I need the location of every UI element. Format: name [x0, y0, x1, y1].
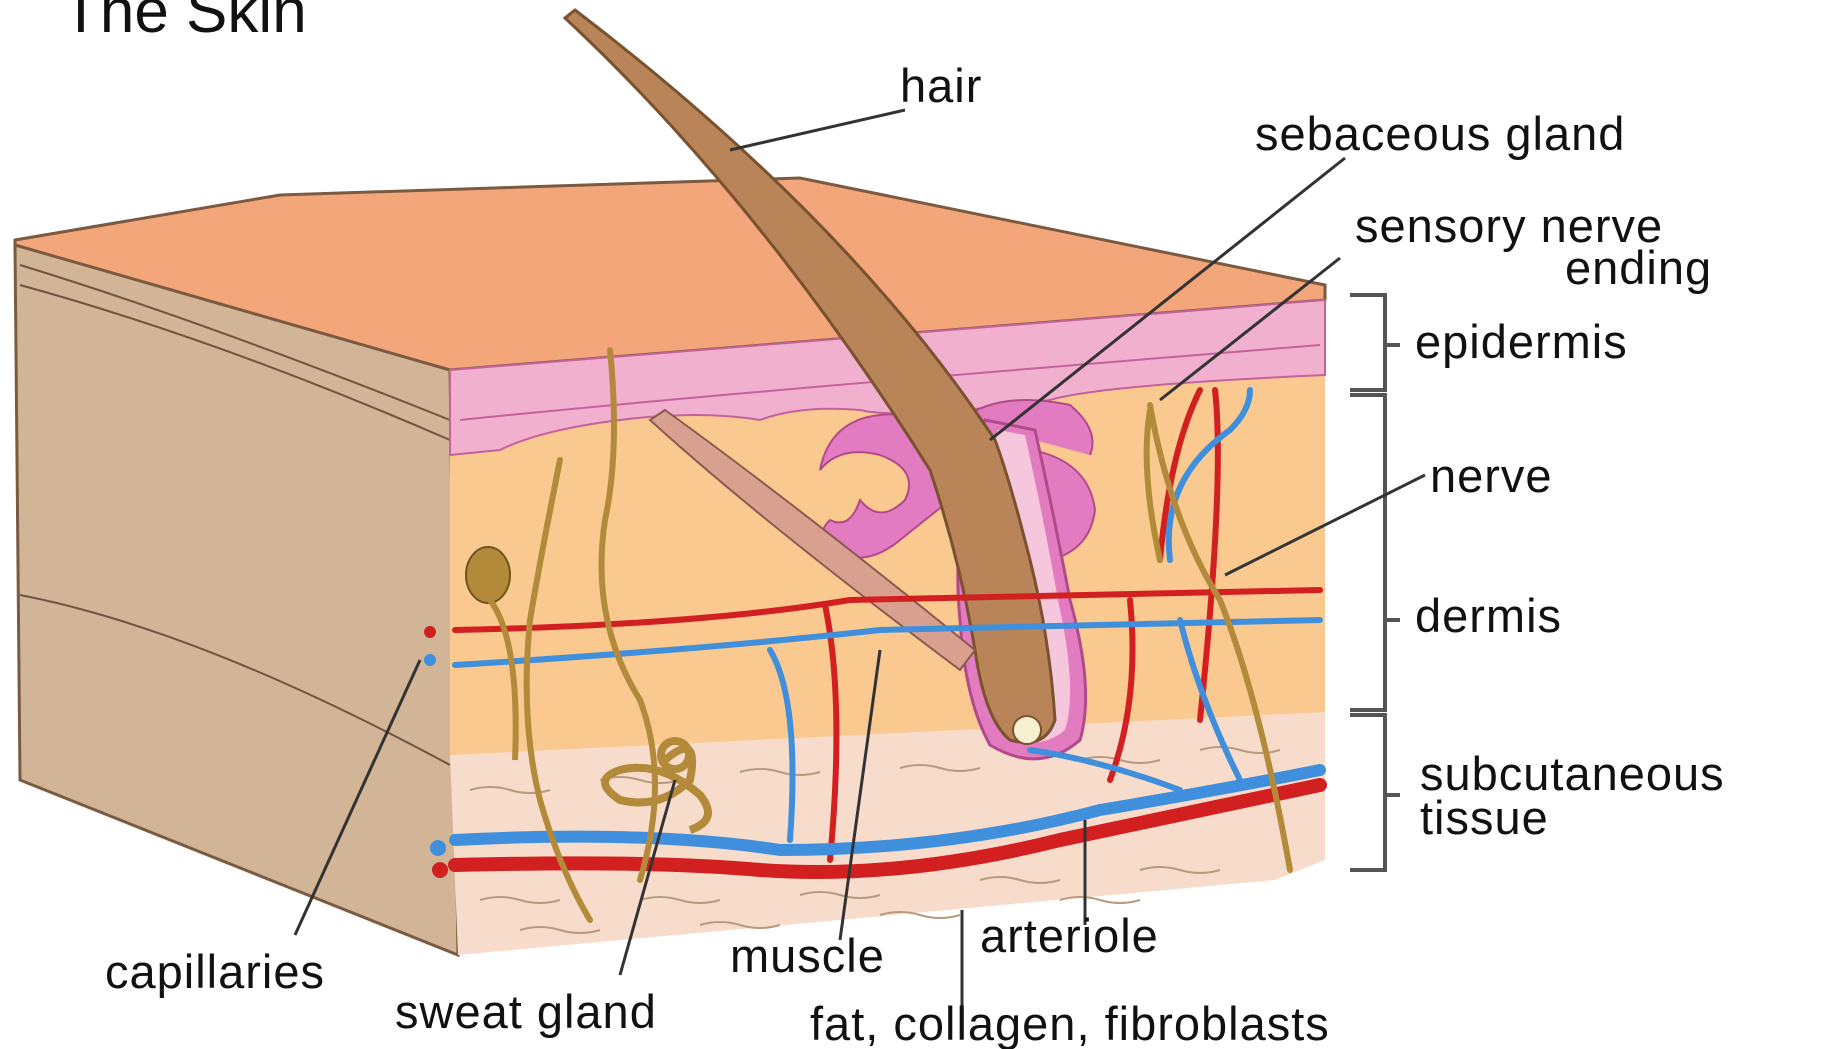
label-epidermis: epidermis — [1415, 315, 1628, 368]
label-hair: hair — [900, 59, 982, 112]
subcutaneous-bracket — [1350, 715, 1385, 870]
skin-block — [15, 10, 1325, 955]
nerve-receptor — [466, 547, 510, 603]
label-sweat-gland: sweat gland — [395, 985, 657, 1038]
epidermis-bracket — [1350, 295, 1385, 390]
label-arteriole: arteriole — [980, 909, 1159, 962]
label-sensory-nerve-2: ending — [1565, 241, 1712, 294]
label-sebaceous-gland: sebaceous gland — [1255, 107, 1625, 160]
dermis-bracket — [1350, 395, 1385, 710]
capillary-dot — [430, 840, 446, 856]
label-muscle: muscle — [730, 929, 885, 982]
label-fat-collagen: fat, collagen, fibroblasts — [810, 997, 1330, 1049]
capillary-dot — [424, 654, 436, 666]
diagram-title: The Skin — [62, 0, 307, 46]
capillary-dot — [424, 626, 436, 638]
label-subcutaneous-2: tissue — [1420, 791, 1549, 844]
capillary-dot — [432, 862, 448, 878]
label-dermis: dermis — [1415, 589, 1562, 642]
label-capillaries: capillaries — [105, 945, 325, 998]
hair-bulb — [1013, 716, 1041, 744]
layer-brackets — [1350, 295, 1400, 870]
label-nerve: nerve — [1430, 449, 1553, 502]
